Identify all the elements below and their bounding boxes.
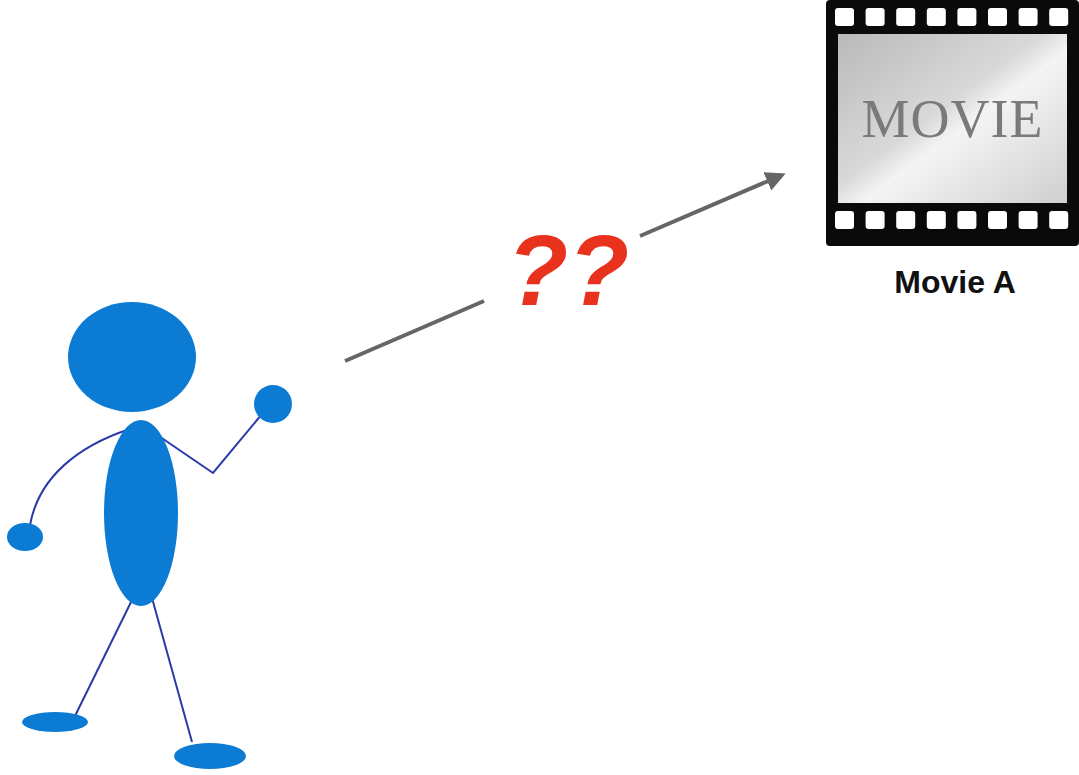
figure-hand <box>7 523 43 551</box>
sprocket-hole <box>1049 211 1068 229</box>
movie-icon: MOVIEMovie A <box>826 0 1079 246</box>
sprocket-hole <box>927 211 946 229</box>
sprocket-hole <box>896 211 915 229</box>
sprocket-hole <box>988 8 1007 26</box>
film-strip <box>826 0 1079 246</box>
sprocket-hole <box>1019 211 1038 229</box>
film-panel <box>838 34 1067 203</box>
sprocket-hole <box>835 211 854 229</box>
sprocket-hole <box>835 8 854 26</box>
arrow-segment <box>345 301 484 361</box>
node-heading: Movie A <box>826 262 1079 302</box>
sprocket-hole <box>988 211 1007 229</box>
sprocket-hole <box>866 211 885 229</box>
sprocket-hole <box>957 8 976 26</box>
figure-head <box>68 302 196 412</box>
icon-text: MOVIE <box>838 34 1067 203</box>
sprocket-hole <box>957 211 976 229</box>
sprocket-hole <box>896 8 915 26</box>
question-marks: ?? <box>507 220 629 320</box>
figure-body <box>104 420 178 606</box>
figure-leg <box>75 598 133 716</box>
sprocket-hole <box>1019 8 1038 26</box>
arrow-segment <box>640 175 782 236</box>
sprocket-hole <box>1049 8 1068 26</box>
figure-foot <box>174 743 246 769</box>
stick-figure <box>7 302 292 769</box>
sprocket-hole <box>927 8 946 26</box>
figure-leg <box>152 598 192 742</box>
figure-foot <box>22 712 88 732</box>
sprocket-hole <box>866 8 885 26</box>
figure-hand <box>254 385 292 423</box>
